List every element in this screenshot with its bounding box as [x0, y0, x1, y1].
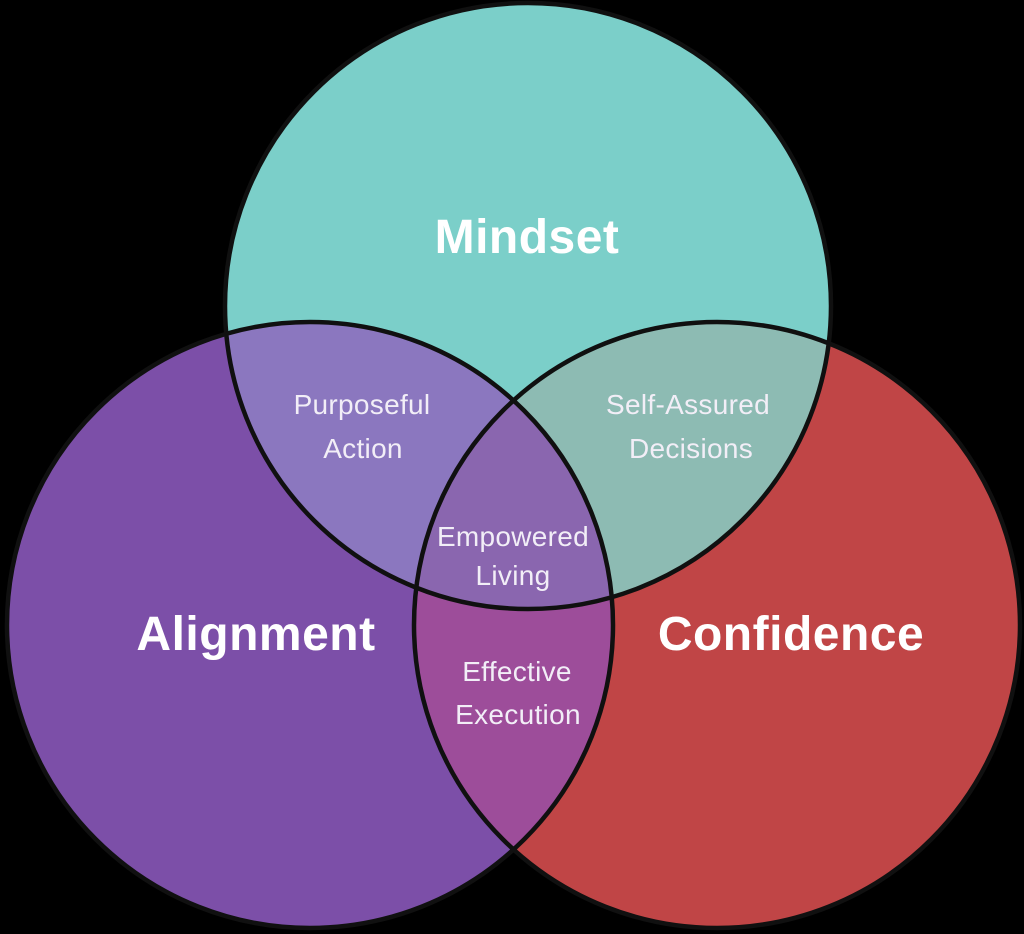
triple-overlap	[414, 322, 613, 609]
empowered-living-label-line1: Empowered	[437, 521, 589, 552]
alignment-circle-outline	[4, 319, 616, 931]
self-assured-decisions-label-line1: Self-Assured	[606, 389, 770, 420]
mindset-circle-outline	[222, 0, 834, 612]
effective-execution-label-line1: Effective	[462, 656, 572, 687]
confidence-label: Confidence	[658, 608, 924, 661]
mindset-label: Mindset	[435, 211, 620, 264]
effective-execution-label-line2: Execution	[455, 699, 581, 730]
purposeful-action-label-line1: Purposeful	[294, 389, 431, 420]
confidence-circle-outline	[411, 319, 1023, 931]
empowered-living-label-line2: Living	[476, 560, 551, 591]
self-assured-decisions-label-line2: Decisions	[629, 433, 753, 464]
purposeful-action-label-line2: Action	[323, 433, 403, 464]
alignment-label: Alignment	[136, 608, 375, 661]
